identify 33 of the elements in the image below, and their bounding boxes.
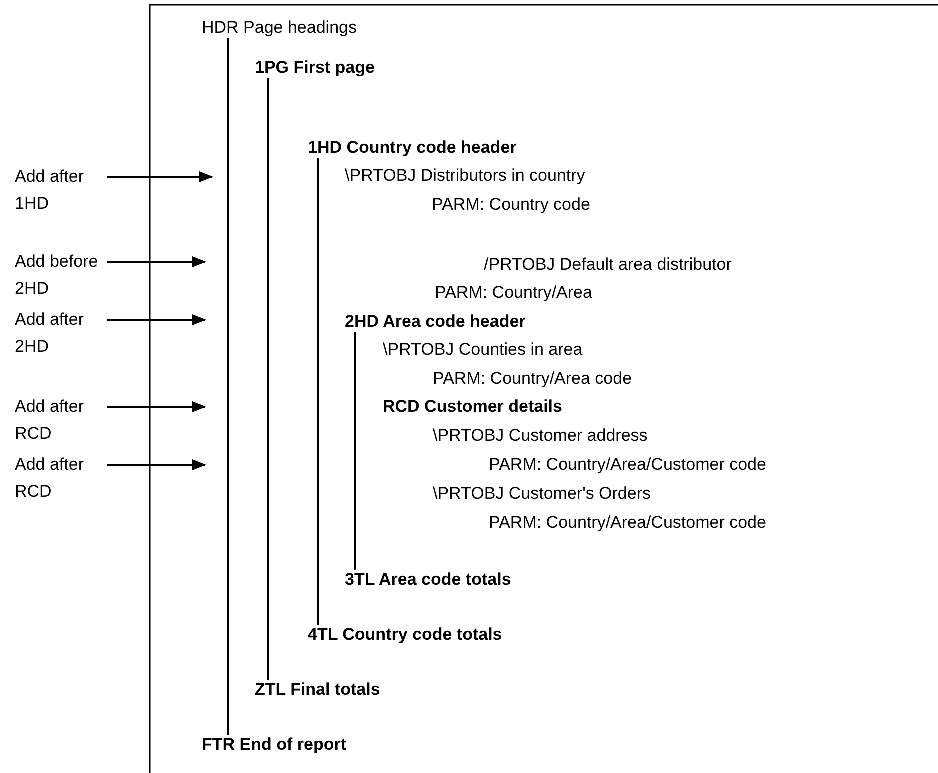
report-level-heading: ZTL Final totals	[255, 680, 380, 700]
report-line-text: PARM: Country/Area/Customer code	[489, 455, 766, 475]
report-level-heading: 4TL Country code totals	[308, 625, 502, 645]
report-level-heading: HDR Page headings	[202, 18, 357, 38]
arrow	[107, 314, 206, 326]
report-line-text: \PRTOBJ Customer address	[433, 426, 648, 446]
insert-note: Add after RCD	[15, 393, 107, 447]
report-level-heading: 2HD Area code header	[345, 312, 526, 332]
report-line-text: \PRTOBJ Customer's Orders	[433, 484, 652, 504]
report-level-heading: FTR End of report	[202, 735, 346, 755]
report-line-text: PARM: Country/Area code	[433, 369, 632, 389]
arrow	[107, 256, 206, 268]
report-line-text: PARM: Country/Area/Customer code	[489, 513, 766, 533]
insert-note: Add after RCD	[15, 451, 107, 505]
arrow	[107, 459, 206, 471]
report-level-heading: 1HD Country code header	[308, 138, 517, 158]
report-level-heading: 1PG First page	[255, 58, 375, 78]
insert-note: Add after 1HD	[15, 163, 107, 217]
arrow	[107, 171, 214, 183]
level-bracket-line	[354, 332, 356, 570]
report-line-text: PARM: Country code	[432, 195, 590, 215]
report-line-text: /PRTOBJ Default area distributor	[484, 255, 732, 275]
report-line-text: PARM: Country/Area	[435, 283, 592, 303]
arrow	[107, 401, 206, 413]
report-line-text: \PRTOBJ Distributors in country	[345, 166, 586, 186]
level-bracket-line	[317, 158, 319, 625]
report-level-heading: 3TL Area code totals	[345, 570, 512, 590]
level-bracket-line	[227, 38, 229, 735]
insert-note: Add after 2HD	[15, 306, 107, 360]
report-line-text: \PRTOBJ Counties in area	[383, 340, 583, 360]
level-bracket-line	[267, 78, 269, 680]
report-level-heading: RCD Customer details	[383, 397, 562, 417]
insert-note: Add before 2HD	[15, 248, 107, 302]
